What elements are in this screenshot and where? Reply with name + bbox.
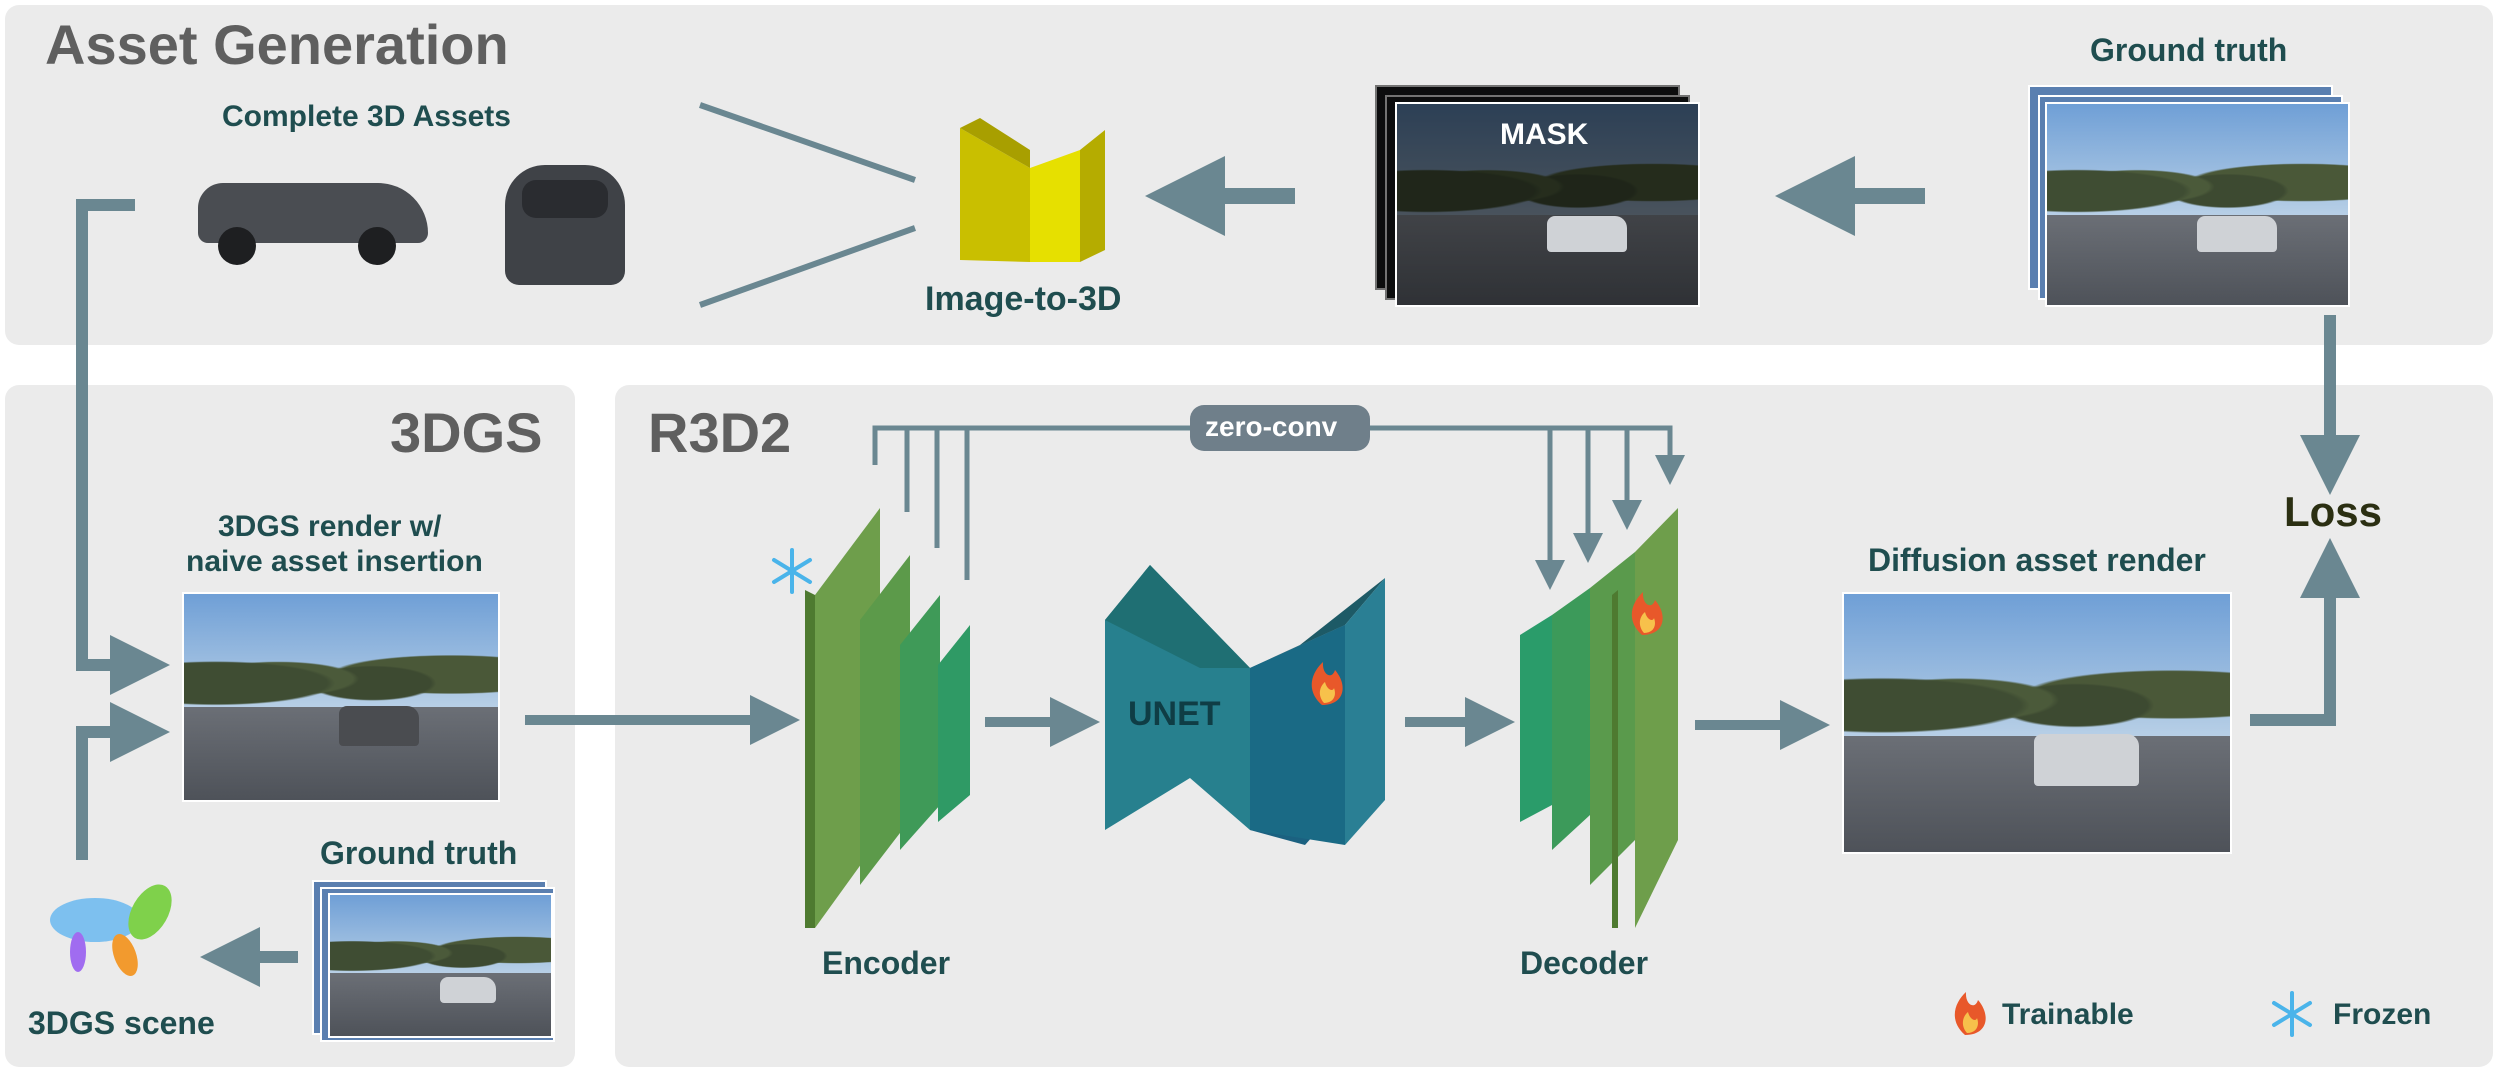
car-asset-side bbox=[198, 165, 428, 265]
car-asset-front bbox=[500, 150, 630, 295]
r3d2-title: R3D2 bbox=[648, 401, 792, 464]
gt-bottom-image bbox=[328, 893, 553, 1038]
mask-image bbox=[1395, 102, 1700, 307]
ground-truth-bottom-label: Ground truth bbox=[320, 835, 518, 871]
ground-truth-top-label: Ground truth bbox=[2090, 32, 2288, 68]
mask-label: MASK bbox=[1500, 118, 1589, 151]
decoder-label: Decoder bbox=[1520, 945, 1649, 981]
image-to-3d-block bbox=[960, 118, 1105, 262]
3dgs-render-image bbox=[182, 592, 500, 802]
flame-icon bbox=[1954, 992, 1986, 1035]
arrow-assets-to-render bbox=[76, 199, 170, 695]
legend-frozen-label: Frozen bbox=[2333, 998, 2432, 1031]
funnel-line-bottom bbox=[698, 225, 917, 308]
encoder-label: Encoder bbox=[822, 945, 951, 981]
snowflake-icon bbox=[2272, 991, 2312, 1037]
loss-label: Loss bbox=[2284, 488, 2383, 535]
3dgs-scene-icon bbox=[50, 884, 172, 977]
asset-generation-title: Asset Generation bbox=[45, 13, 509, 76]
zero-conv-label: zero-conv bbox=[1205, 411, 1338, 442]
3dgs-title: 3DGS bbox=[390, 401, 543, 464]
funnel-line-top bbox=[699, 102, 916, 183]
gt-top-image bbox=[2045, 102, 2350, 307]
image-to-3d-label: Image-to-3D bbox=[925, 280, 1122, 318]
unet-label: UNET bbox=[1128, 695, 1221, 733]
unet-block bbox=[1105, 565, 1385, 845]
snowflake-icon bbox=[772, 548, 812, 594]
diffusion-render-image bbox=[1842, 592, 2232, 854]
zero-conv-pill bbox=[1190, 405, 1370, 451]
complete-assets-label: Complete 3D Assets bbox=[222, 100, 511, 133]
decoder-layers bbox=[1520, 508, 1678, 928]
flame-icon bbox=[1631, 592, 1663, 635]
3dgs-render-label-line2: naive asset insertion bbox=[186, 545, 483, 578]
legend-trainable-label: Trainable bbox=[2002, 998, 2134, 1031]
diffusion-render-label: Diffusion asset render bbox=[1868, 542, 2206, 578]
arrow-render-to-loss bbox=[2250, 538, 2360, 726]
flame-icon bbox=[1311, 662, 1343, 705]
3dgs-scene-label: 3DGS scene bbox=[28, 1005, 215, 1041]
encoder-layers bbox=[805, 508, 970, 928]
arrow-scene-to-render bbox=[76, 702, 170, 860]
3dgs-render-label-line1: 3DGS render w/ bbox=[218, 510, 442, 543]
